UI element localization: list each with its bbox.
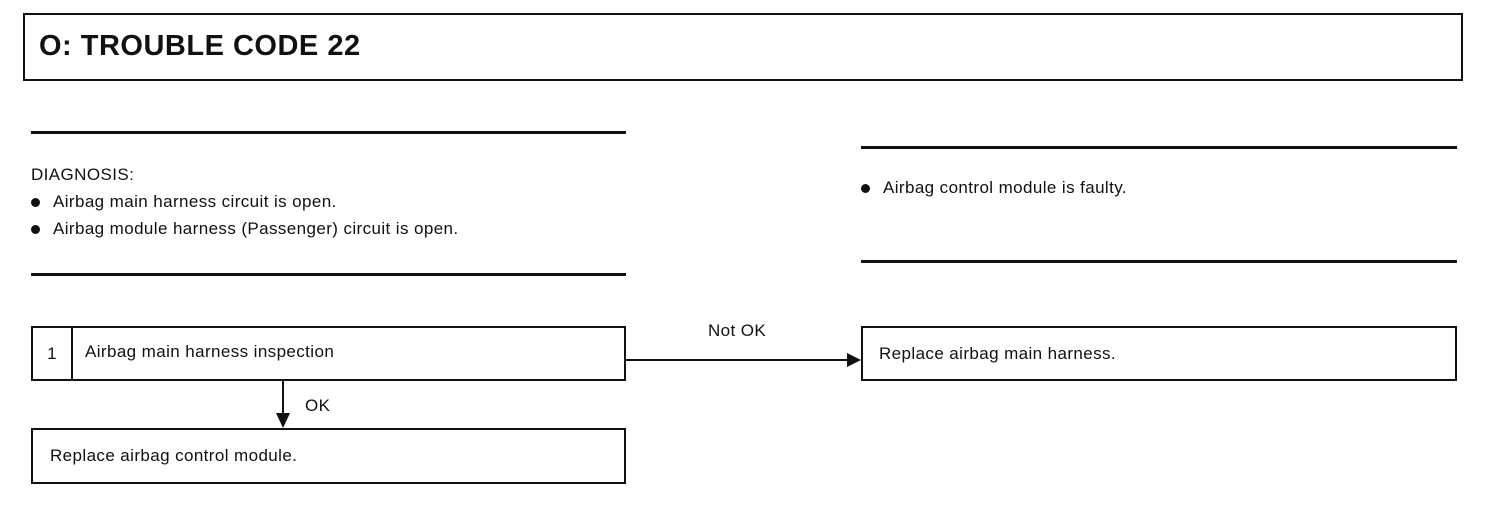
bullet-icon — [31, 197, 40, 207]
diagnosis-right-bottom-rule — [861, 260, 1457, 263]
diagnosis-right-item-1: Airbag control module is faulty. — [861, 178, 1127, 198]
diagnosis-right-top-rule — [861, 146, 1457, 149]
step-number: 1 — [33, 328, 73, 379]
diagnosis-left-item-1-text: Airbag main harness circuit is open. — [53, 192, 337, 211]
ok-result-text: Replace airbag control module. — [50, 446, 298, 465]
bullet-icon — [861, 183, 870, 193]
not-ok-label: Not OK — [708, 321, 767, 340]
page-title: O: TROUBLE CODE 22 — [39, 30, 361, 62]
diagnosis-left-item-2-text: Airbag module harness (Passenger) circui… — [53, 219, 459, 238]
not-ok-arrow — [626, 353, 861, 367]
title-box: O: TROUBLE CODE 22 — [23, 13, 1463, 81]
ok-arrow — [276, 381, 290, 428]
not-ok-result-box: Replace airbag main harness. — [861, 326, 1457, 381]
diagnosis-heading: DIAGNOSIS: — [31, 165, 135, 184]
diagnosis-left-top-rule — [31, 131, 626, 134]
step-label: Airbag main harness inspection — [85, 342, 335, 361]
diagnosis-left-item-1: Airbag main harness circuit is open. — [31, 192, 337, 212]
ok-result-box: Replace airbag control module. — [31, 428, 626, 484]
step-1-box: 1 Airbag main harness inspection — [31, 326, 626, 381]
not-ok-result-text: Replace airbag main harness. — [879, 344, 1117, 363]
diagnosis-left-bottom-rule — [31, 273, 626, 276]
bullet-icon — [31, 224, 40, 234]
diagnosis-left-item-2: Airbag module harness (Passenger) circui… — [31, 219, 459, 239]
ok-label: OK — [305, 396, 331, 415]
diagnosis-right-item-1-text: Airbag control module is faulty. — [883, 178, 1127, 197]
